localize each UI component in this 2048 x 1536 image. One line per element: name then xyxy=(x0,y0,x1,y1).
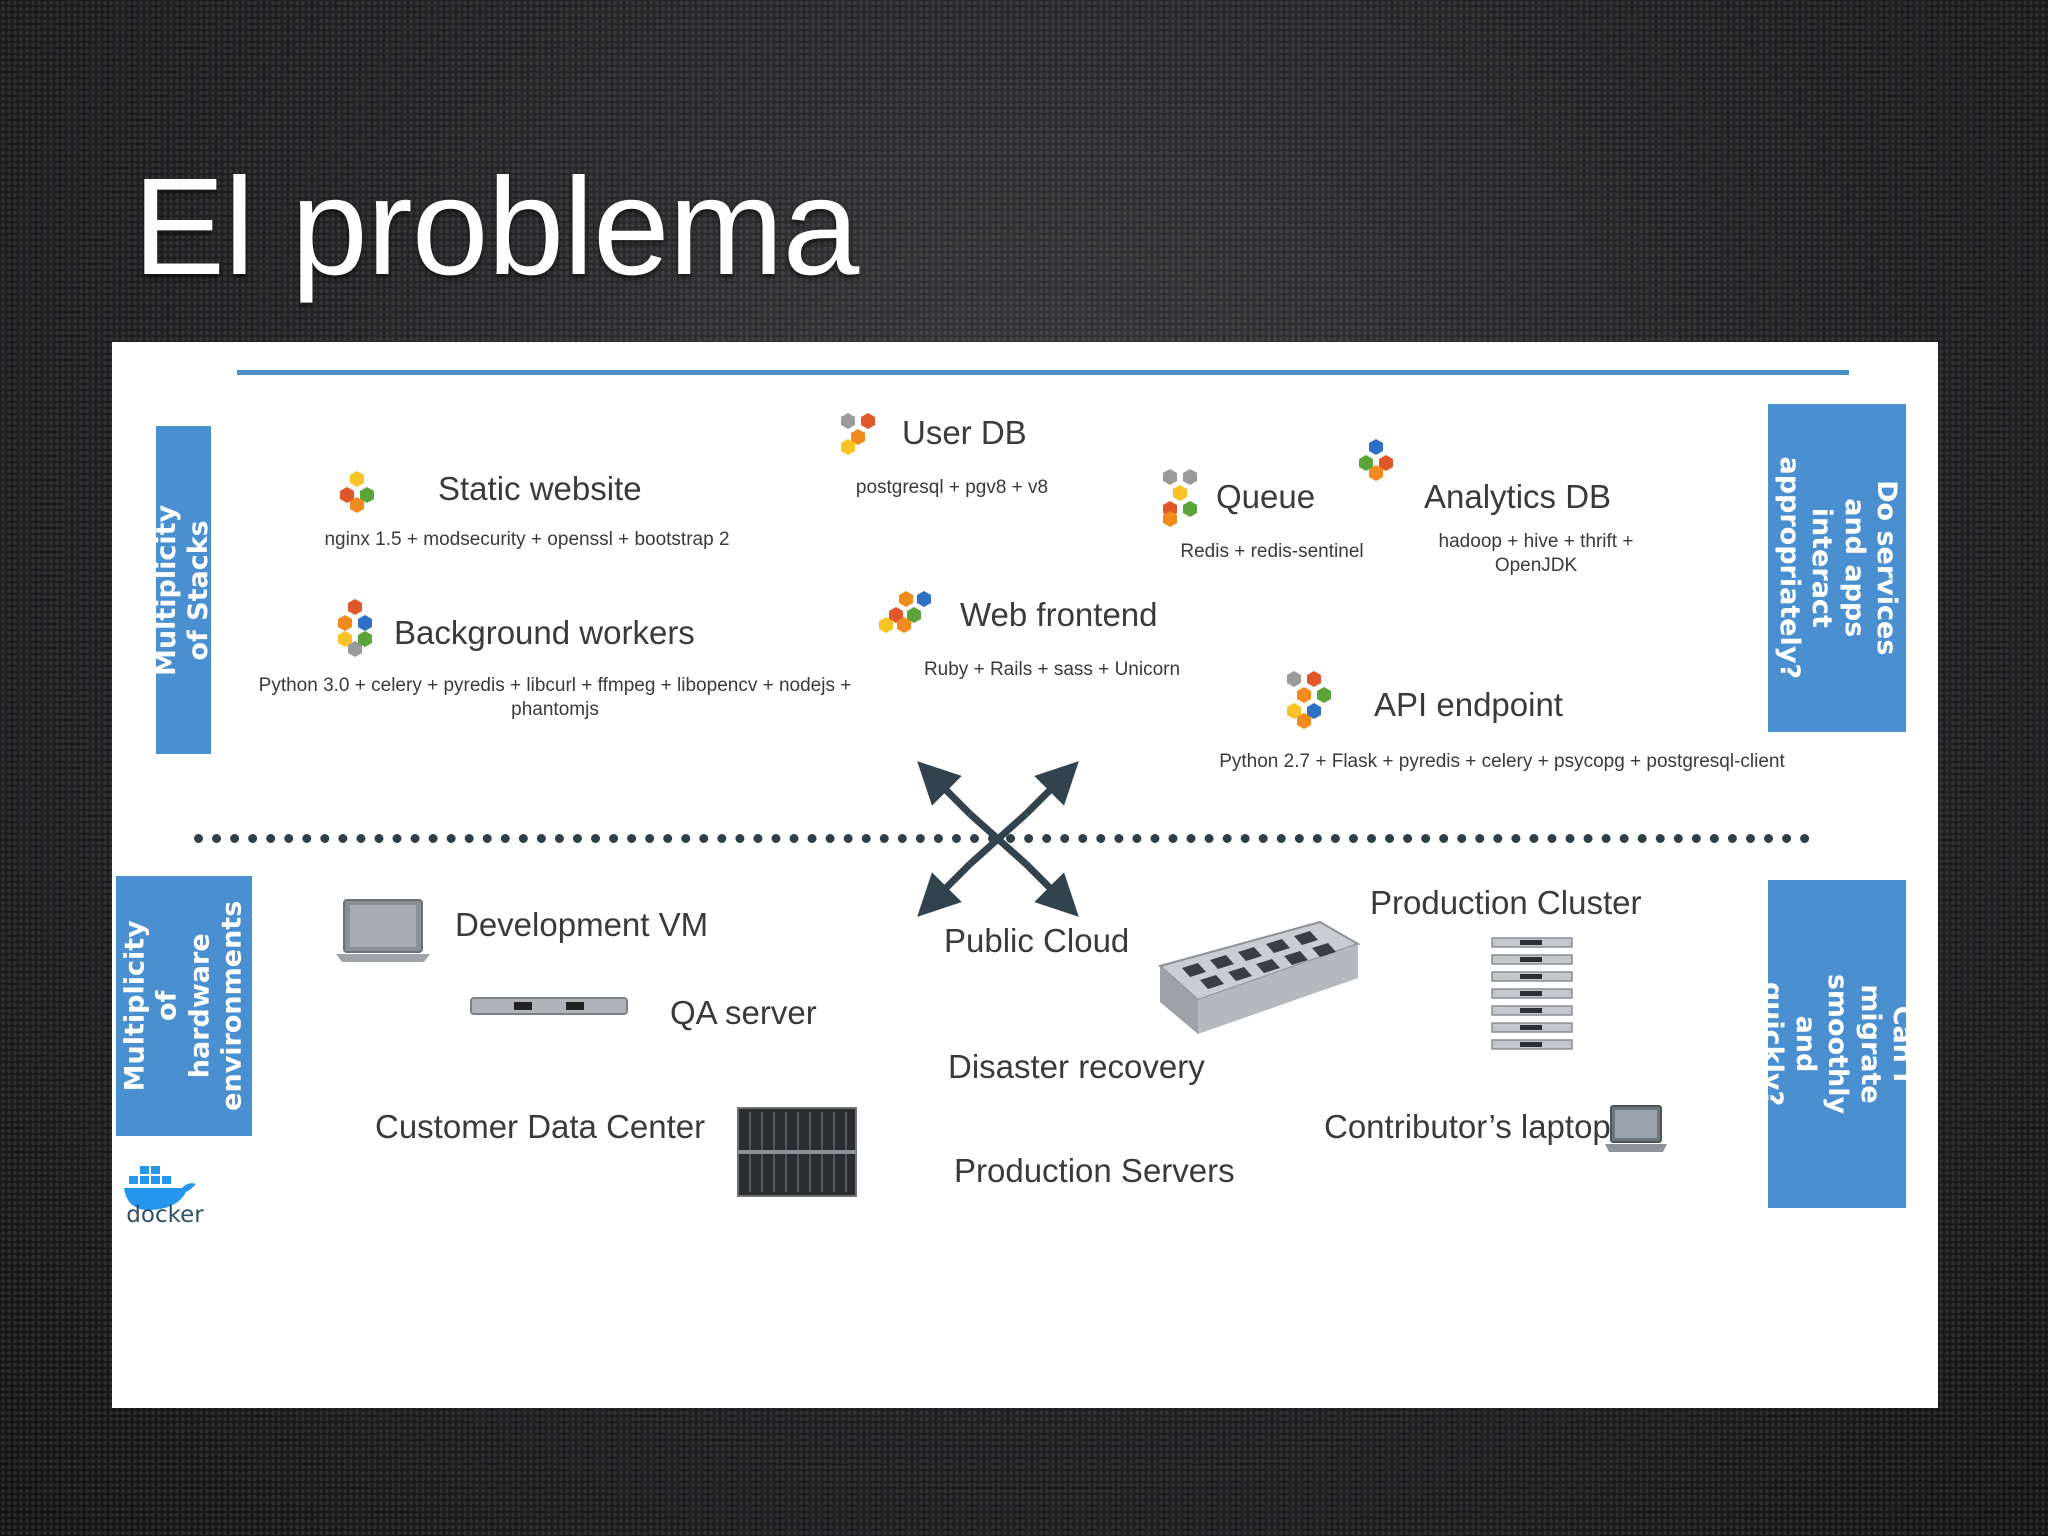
user-db-title: User DB xyxy=(902,414,1027,451)
hexagon-cluster-icon xyxy=(879,591,931,633)
blade-enclosure-icon xyxy=(737,1107,857,1197)
web-frontend-detail: Ruby + Rails + sass + Unicorn xyxy=(923,659,1181,680)
static-website-title: Static website xyxy=(438,470,642,507)
qa-server-label: QA server xyxy=(670,994,817,1031)
hexagon-cluster-icon xyxy=(1287,671,1331,729)
services-interact-label: Do services and apps interact appropriat… xyxy=(1773,456,1902,680)
server-stack-icon xyxy=(1491,937,1573,1050)
docker-logo-text: docker xyxy=(126,1202,204,1228)
multiplicity-of-hardware-box: Multiplicity of hardware environments xyxy=(116,876,252,1136)
laptop-icon xyxy=(336,899,430,962)
production-servers-label: Production Servers xyxy=(954,1152,1235,1189)
hexagon-cluster-icon xyxy=(1359,439,1393,481)
migrate-label: Can I migrate smoothly and quickly? xyxy=(1757,973,1918,1115)
background-workers-detail: Python 3.0 + celery + pyredis + libcurl … xyxy=(258,675,852,720)
multiplicity-of-hardware-label: Multiplicity of hardware environments xyxy=(119,900,248,1112)
contributors-laptop-label: Contributor’s laptop xyxy=(1324,1108,1611,1145)
production-cluster-label: Production Cluster xyxy=(1370,884,1642,921)
diagram-panel: Multiplicity of Stacks Multiplicity of h… xyxy=(112,342,1938,1408)
server-blade-chassis-icon xyxy=(1157,920,1361,1034)
background-workers-title: Background workers xyxy=(394,614,695,651)
hexagon-cluster-icon xyxy=(1163,469,1197,527)
hexagon-cluster-icon xyxy=(340,471,374,513)
analytics-db-detail: hadoop + hive + thrift + OpenJDK xyxy=(1438,531,1634,576)
user-db-detail: postgresql + pgv8 + v8 xyxy=(855,477,1049,498)
api-endpoint-detail: Python 2.7 + Flask + pyredis + celery + … xyxy=(1219,751,1785,772)
rack-server-icon xyxy=(470,997,628,1015)
services-interact-box: Do services and apps interact appropriat… xyxy=(1768,404,1906,732)
public-cloud-label: Public Cloud xyxy=(944,922,1130,959)
laptop-icon xyxy=(1605,1105,1667,1152)
queue-detail: Redis + redis-sentinel xyxy=(1180,541,1364,562)
slide-title: El problema xyxy=(133,150,859,304)
hexagon-cluster-icon xyxy=(841,413,875,455)
queue-title: Queue xyxy=(1216,478,1316,515)
docker-whale-icon xyxy=(124,1166,196,1210)
crossing-arrows-icon xyxy=(917,761,1079,917)
static-website-detail: nginx 1.5 + modsecurity + openssl + boot… xyxy=(324,529,730,550)
web-frontend-title: Web frontend xyxy=(960,596,1158,633)
disaster-recovery-label: Disaster recovery xyxy=(948,1048,1205,1085)
hexagon-cluster-icon xyxy=(338,599,372,657)
top-rule xyxy=(237,370,1849,375)
customer-data-center-label: Customer Data Center xyxy=(375,1108,706,1145)
analytics-db-title: Analytics DB xyxy=(1424,478,1612,515)
migrate-box: Can I migrate smoothly and quickly? xyxy=(1757,880,1918,1208)
multiplicity-of-stacks-label: Multiplicity of Stacks xyxy=(151,504,215,676)
api-endpoint-title: API endpoint xyxy=(1374,686,1563,723)
development-vm-label: Development VM xyxy=(455,906,709,943)
multiplicity-of-stacks-box: Multiplicity of Stacks xyxy=(151,426,215,754)
